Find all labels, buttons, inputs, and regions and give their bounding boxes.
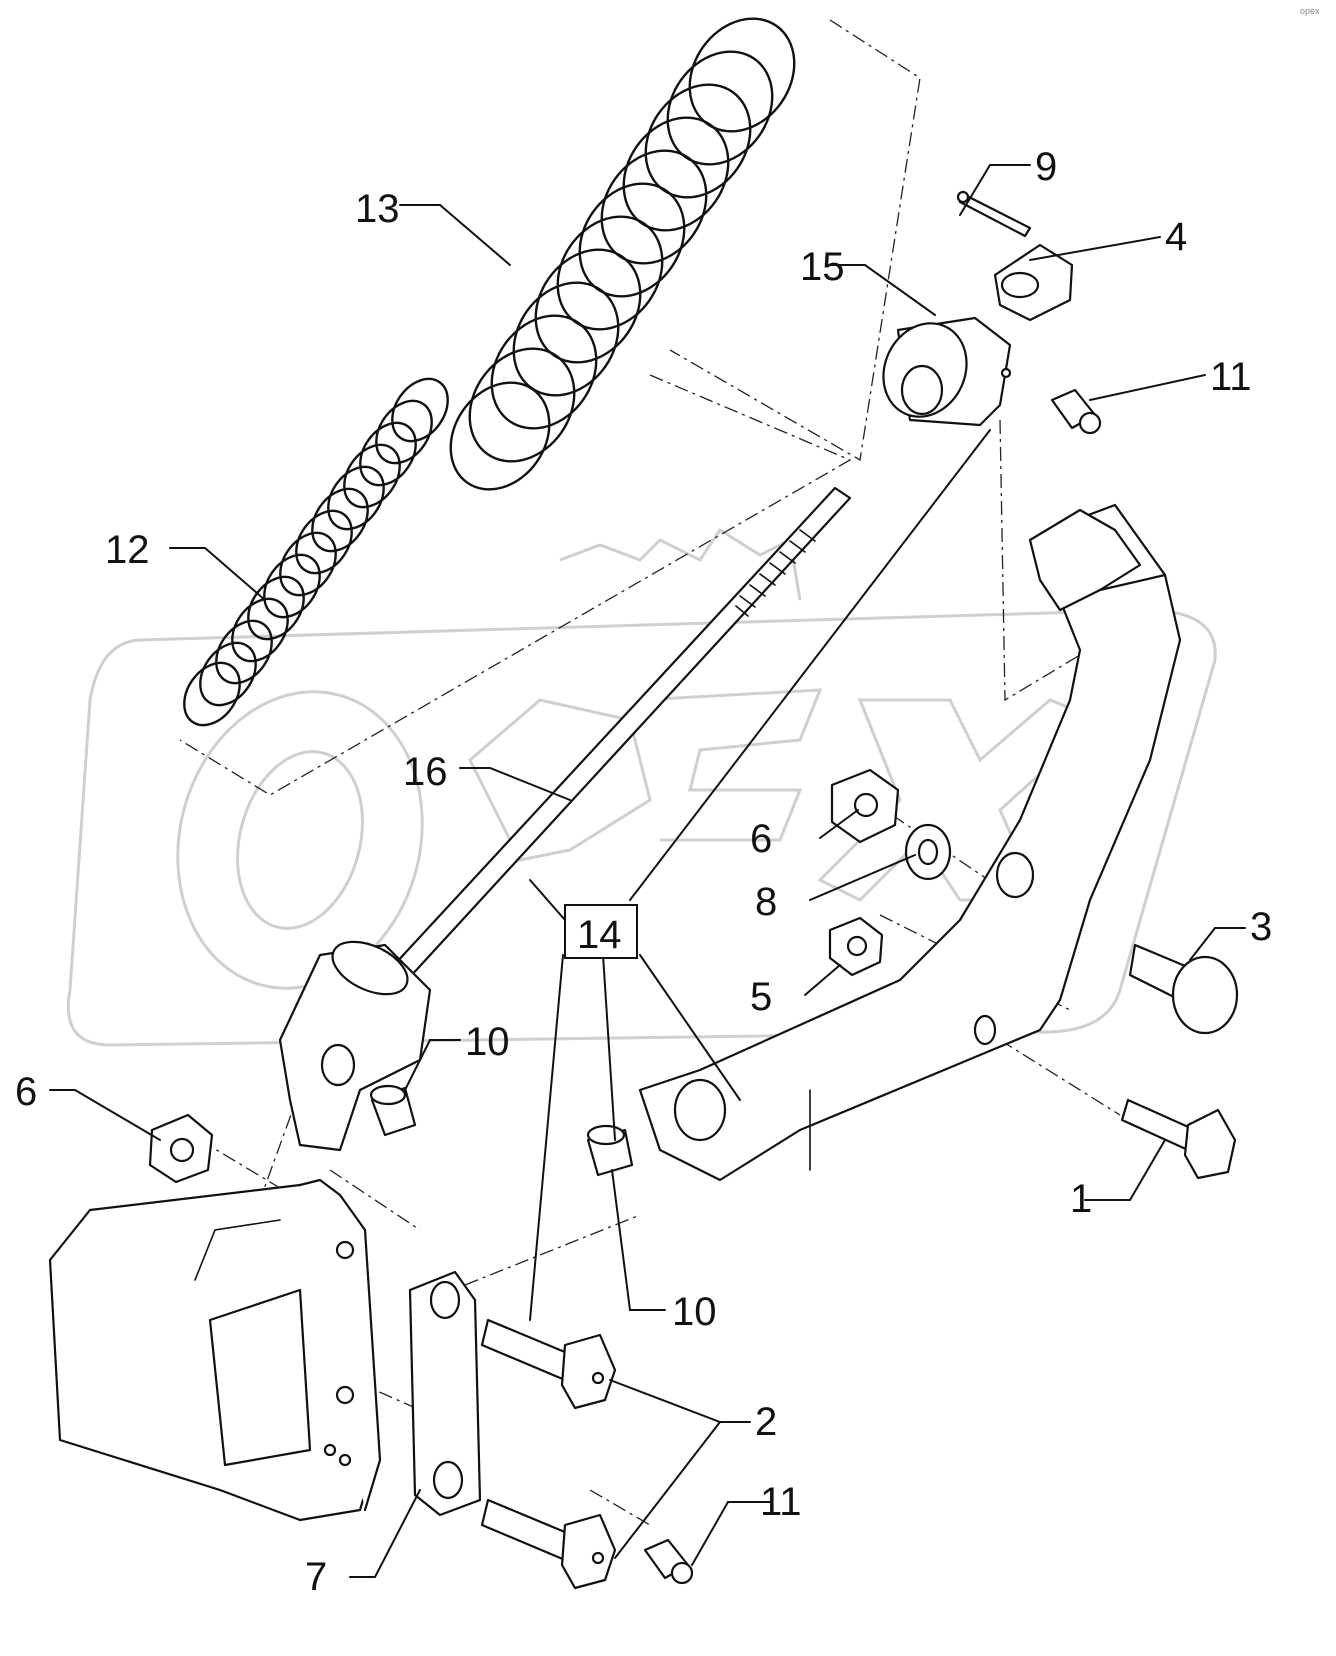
callout-9: 9 — [1035, 145, 1057, 189]
hex-bolt-part-1 — [1120, 1098, 1237, 1180]
castle-nut-part-4 — [993, 243, 1074, 322]
hex-bolt-part-2-lower — [480, 1498, 617, 1590]
callout-11-lower: 11 — [760, 1480, 802, 1524]
nut-part-6-lower — [148, 1113, 214, 1184]
callout-6-lower: 6 — [15, 1070, 37, 1114]
bushing-part-10-right — [586, 1124, 634, 1177]
grease-nipple-part-11-lower — [643, 1538, 694, 1585]
grease-nipple-part-11-upper — [1050, 388, 1102, 435]
mounting-block — [48, 1178, 382, 1522]
callout-16: 16 — [403, 750, 448, 794]
pin-bolt-part-3 — [1128, 943, 1239, 1035]
callout-3: 3 — [1250, 905, 1272, 949]
callout-5: 5 — [750, 975, 772, 1019]
opex-watermark — [66, 527, 1217, 1047]
hex-bolt-part-2-upper — [480, 1318, 617, 1410]
callout-4: 4 — [1165, 215, 1187, 259]
callout-11-upper: 11 — [1210, 355, 1252, 399]
callout-12: 12 — [105, 528, 150, 572]
lower-fork-bracket — [278, 940, 432, 1152]
bushing-part-10-left — [369, 1084, 417, 1137]
callout-1: 1 — [1070, 1177, 1092, 1221]
main-arm-bracket — [638, 503, 1182, 1182]
callout-7: 7 — [305, 1555, 327, 1599]
spring-seat-part-15 — [882, 316, 1012, 427]
corner-brand-mark: opex — [1300, 6, 1320, 16]
callout-box-14 — [564, 904, 638, 959]
nut-part-6-upper — [830, 768, 900, 844]
callout-13: 13 — [355, 187, 400, 231]
callout-10-upper: 10 — [465, 1020, 510, 1064]
callout-15: 15 — [800, 245, 845, 289]
callout-6-upper: 6 — [750, 817, 772, 861]
large-spring-part-13 — [449, 17, 796, 491]
cotter-pin-part-9 — [956, 190, 1032, 238]
nut-part-5 — [828, 916, 884, 977]
callout-8: 8 — [755, 880, 777, 924]
callout-2: 2 — [755, 1400, 777, 1444]
callout-10-lower: 10 — [672, 1290, 717, 1334]
small-spring-part-12 — [183, 377, 449, 727]
assembly-lines — [179, 19, 1121, 1526]
washer-part-8 — [904, 823, 952, 881]
link-plate-part-7 — [408, 1270, 482, 1517]
callout-14: 14 — [577, 913, 622, 957]
leader-lines — [49, 164, 1246, 1578]
